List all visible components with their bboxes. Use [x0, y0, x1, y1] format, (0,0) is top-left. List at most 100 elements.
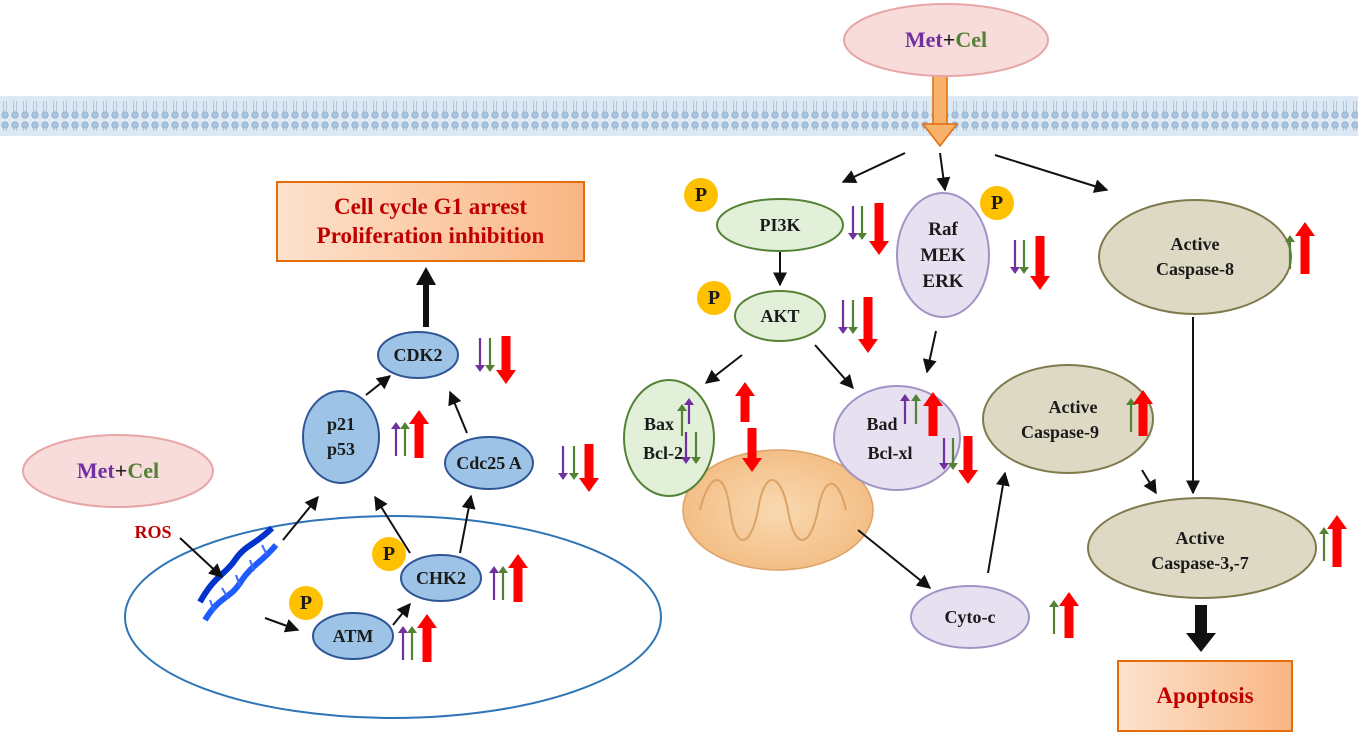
bax-up-arrow-combo [735, 382, 755, 422]
akt-down-arrow-met [838, 300, 848, 334]
p21-p53-up-arrow-combo [409, 410, 429, 458]
caspase8-line1: Active [1170, 234, 1220, 254]
atm-up-arrow-met [398, 626, 408, 660]
caspase9-node [982, 364, 1154, 474]
bax-bcl2-node [623, 379, 715, 497]
mek-label: MEK [920, 245, 966, 266]
caspase37-line2: Caspase-3,-7 [1151, 553, 1249, 573]
p21-label: p21 [326, 414, 355, 434]
bcl2-down-arrow-met [681, 432, 691, 464]
p21-p53-up-arrow-met [391, 422, 401, 456]
akt-node [734, 290, 826, 342]
caspase9-up-arrow-combo [1133, 390, 1153, 436]
p21-p53-up-arrow-cel [400, 422, 410, 456]
akt-label: AKT [760, 306, 800, 326]
phospho-badge-atm: P [289, 586, 323, 620]
drug-met: Met [904, 27, 943, 52]
cell-membrane [0, 96, 1358, 136]
caspase8-node [1098, 199, 1292, 315]
raf-mek-erk-down-arrow-cel [1019, 240, 1029, 274]
cdk2-down-arrow-combo [496, 336, 516, 384]
caspase9-line1: Active [1048, 397, 1098, 417]
pi3k-down-arrow-cel [857, 206, 867, 240]
cytoc-up-arrow-combo [1059, 592, 1079, 638]
caspase8-up-arrow-cel [1285, 235, 1295, 269]
bad-up-arrow-met [900, 394, 910, 424]
cytoc-label: Cyto-c [944, 607, 996, 627]
akt-down-arrow-cel [848, 300, 858, 334]
pi3k-label: PI3K [759, 215, 801, 235]
raf-mek-erk-node [896, 192, 990, 318]
cdk2-label: CDK2 [393, 345, 443, 365]
outcome-line2: Proliferation inhibition [316, 222, 545, 248]
cdc25a-down-arrow-met [558, 446, 568, 480]
pi3k-down-arrow-combo [869, 203, 889, 255]
chk2-label: CHK2 [415, 568, 466, 588]
p53-label: p53 [326, 439, 355, 459]
bad-label: Bad [866, 414, 898, 434]
mitochondrion [682, 449, 874, 571]
bclxl-down-arrow-met [939, 438, 949, 470]
plus-sign: + [114, 458, 128, 483]
atm-up-arrow-combo [417, 614, 437, 662]
cdk2-down-arrow-cel [485, 338, 495, 372]
caspase8-up-arrow-combo [1295, 222, 1315, 274]
bclxl-down-arrow-cel [948, 438, 958, 470]
treatment-label-left: Met+Cel [68, 457, 168, 485]
connector-arrows [179, 152, 1200, 633]
pi3k-down-arrow-met [848, 206, 858, 240]
bcl2-label: Bcl-2 [643, 443, 683, 463]
cytoc-up-arrow-cel [1049, 600, 1059, 634]
dna-helix-icon [197, 525, 279, 622]
drug-cel: Cel [127, 458, 160, 483]
apoptosis-box: Apoptosis [1117, 660, 1293, 732]
phospho-badge-chk2: P [372, 537, 406, 571]
nucleus [124, 515, 662, 719]
chk2-up-arrow-met [489, 566, 499, 600]
drug-met: Met [76, 458, 115, 483]
caspase9-up-arrow-cel [1126, 398, 1136, 432]
outcome-box: Cell cycle G1 arrest Proliferation inhib… [276, 181, 585, 262]
cdc25a-node [444, 436, 534, 490]
bad-up-arrow-combo [923, 392, 943, 436]
chk2-node [400, 554, 482, 602]
expression-arrows [391, 203, 1347, 662]
bad-bclxl-node [833, 385, 961, 491]
caspase8-line2: Caspase-8 [1155, 259, 1234, 279]
cytoc-node [910, 585, 1030, 649]
bcl2-down-arrow-cel [691, 432, 701, 464]
p21-p53-node [302, 390, 380, 484]
phospho-badge-raf: P [980, 186, 1014, 220]
akt-down-arrow-combo [858, 297, 878, 353]
pi3k-node [716, 198, 844, 252]
bad-up-arrow-cel [911, 394, 921, 424]
treatment-label-top: Met+Cel [896, 26, 996, 54]
erk-label: ERK [922, 271, 964, 292]
atm-node [312, 612, 394, 660]
thick-arrows [416, 267, 1216, 652]
caspase37-up-arrow-combo [1327, 515, 1347, 567]
atm-label: ATM [332, 626, 374, 646]
met-cel-top-oval [843, 3, 1049, 77]
chk2-up-arrow-combo [508, 554, 528, 602]
atm-up-arrow-cel [407, 626, 417, 660]
chk2-up-arrow-cel [498, 566, 508, 600]
bax-up-arrow-cel [677, 404, 687, 436]
bclxl-label: Bcl-xl [867, 443, 913, 463]
bax-label: Bax [643, 414, 674, 434]
apoptosis-label: Apoptosis [1156, 682, 1254, 708]
phospho-badge-akt: P [697, 281, 731, 315]
phospho-badge-pi3k: P [684, 178, 718, 212]
raf-mek-erk-down-arrow-combo [1030, 236, 1050, 290]
raf-label: Raf [928, 219, 958, 240]
ros-label: ROS [134, 522, 172, 542]
node-shapes [22, 3, 1317, 660]
met-cel-left-oval [22, 434, 214, 508]
caspase37-up-arrow-cel [1319, 527, 1329, 561]
cdk2-node [377, 331, 459, 379]
bclxl-down-arrow-combo [958, 436, 978, 484]
caspase37-line1: Active [1175, 528, 1225, 548]
drug-cel: Cel [955, 27, 988, 52]
cdc25a-down-arrow-combo [579, 444, 599, 492]
